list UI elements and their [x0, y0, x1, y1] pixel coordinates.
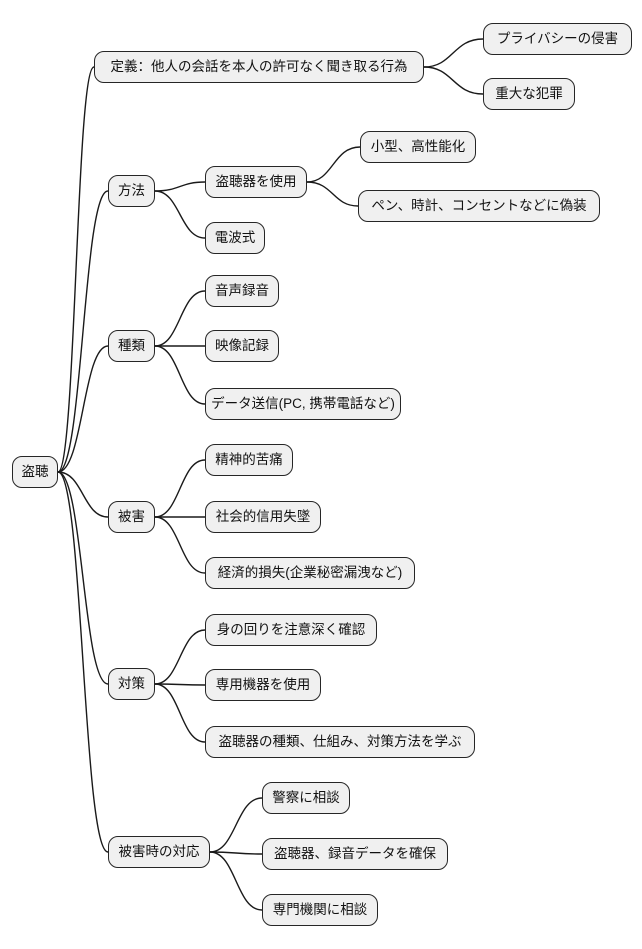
edge-response-police: [209, 797, 263, 853]
node-data-transmission: データ送信(PC, 携帯電話など): [205, 388, 401, 420]
edge-countermeasures-learn: [154, 683, 206, 743]
node-consult-police: 警察に相談: [262, 782, 350, 814]
edge-definition-privacy: [423, 38, 484, 68]
node-consult-specialists: 専門機関に相談: [262, 894, 378, 926]
node-use-special-equipment: 専用機器を使用: [205, 669, 321, 701]
node-learn-about-devices: 盗聴器の種類、仕組み、対策方法を学ぶ: [205, 726, 475, 758]
node-wiretap-device-use: 盗聴器を使用: [205, 166, 307, 198]
edge-root-response: [57, 471, 109, 853]
edge-response-secure: [209, 851, 263, 855]
node-privacy-invasion: プライバシーの侵害: [483, 23, 632, 55]
node-economic-loss: 経済的損失(企業秘密漏洩など): [205, 557, 415, 589]
edge-root-methods: [57, 190, 109, 473]
node-compact-high-performance: 小型、高性能化: [360, 131, 476, 163]
node-definition: 定義：他人の会話を本人の許可なく聞き取る行為: [94, 51, 424, 83]
edge-damage-mental: [154, 459, 206, 518]
edge-device-disguise: [306, 181, 359, 207]
node-response-when-victimized: 被害時の対応: [108, 836, 210, 868]
node-disguised-as-objects: ペン、時計、コンセントなどに偽装: [358, 190, 600, 222]
node-countermeasures: 対策: [108, 668, 155, 700]
node-check-surroundings: 身の回りを注意深く確認: [205, 614, 377, 646]
edge-device-compact: [306, 146, 361, 183]
node-damage: 被害: [108, 501, 155, 533]
edge-definition-crime: [423, 66, 484, 95]
edge-types-data: [154, 345, 206, 405]
node-audio-recording: 音声録音: [205, 275, 279, 307]
edge-damage-economic: [154, 516, 206, 574]
edge-response-specialist: [209, 851, 263, 911]
edge-root-damage: [57, 471, 109, 518]
node-root-wiretapping: 盗聴: [12, 456, 58, 488]
edge-root-types: [57, 345, 109, 473]
node-secure-evidence: 盗聴器、録音データを確保: [262, 838, 448, 870]
node-types: 種類: [108, 330, 155, 362]
node-serious-crime: 重大な犯罪: [483, 78, 575, 110]
node-social-credibility-loss: 社会的信用失墜: [205, 501, 321, 533]
edge-methods-radio: [154, 190, 206, 239]
node-methods: 方法: [108, 175, 155, 207]
edge-countermeasures-equipment: [154, 683, 206, 686]
edge-types-audio: [154, 290, 206, 347]
edge-root-definition: [57, 66, 95, 473]
node-radio-type: 電波式: [205, 222, 265, 254]
node-mental-distress: 精神的苦痛: [205, 444, 293, 476]
edge-countermeasures-check: [154, 629, 206, 685]
edge-methods-device: [154, 181, 206, 192]
node-video-recording: 映像記録: [205, 330, 279, 362]
edge-root-countermeasures: [57, 471, 109, 685]
